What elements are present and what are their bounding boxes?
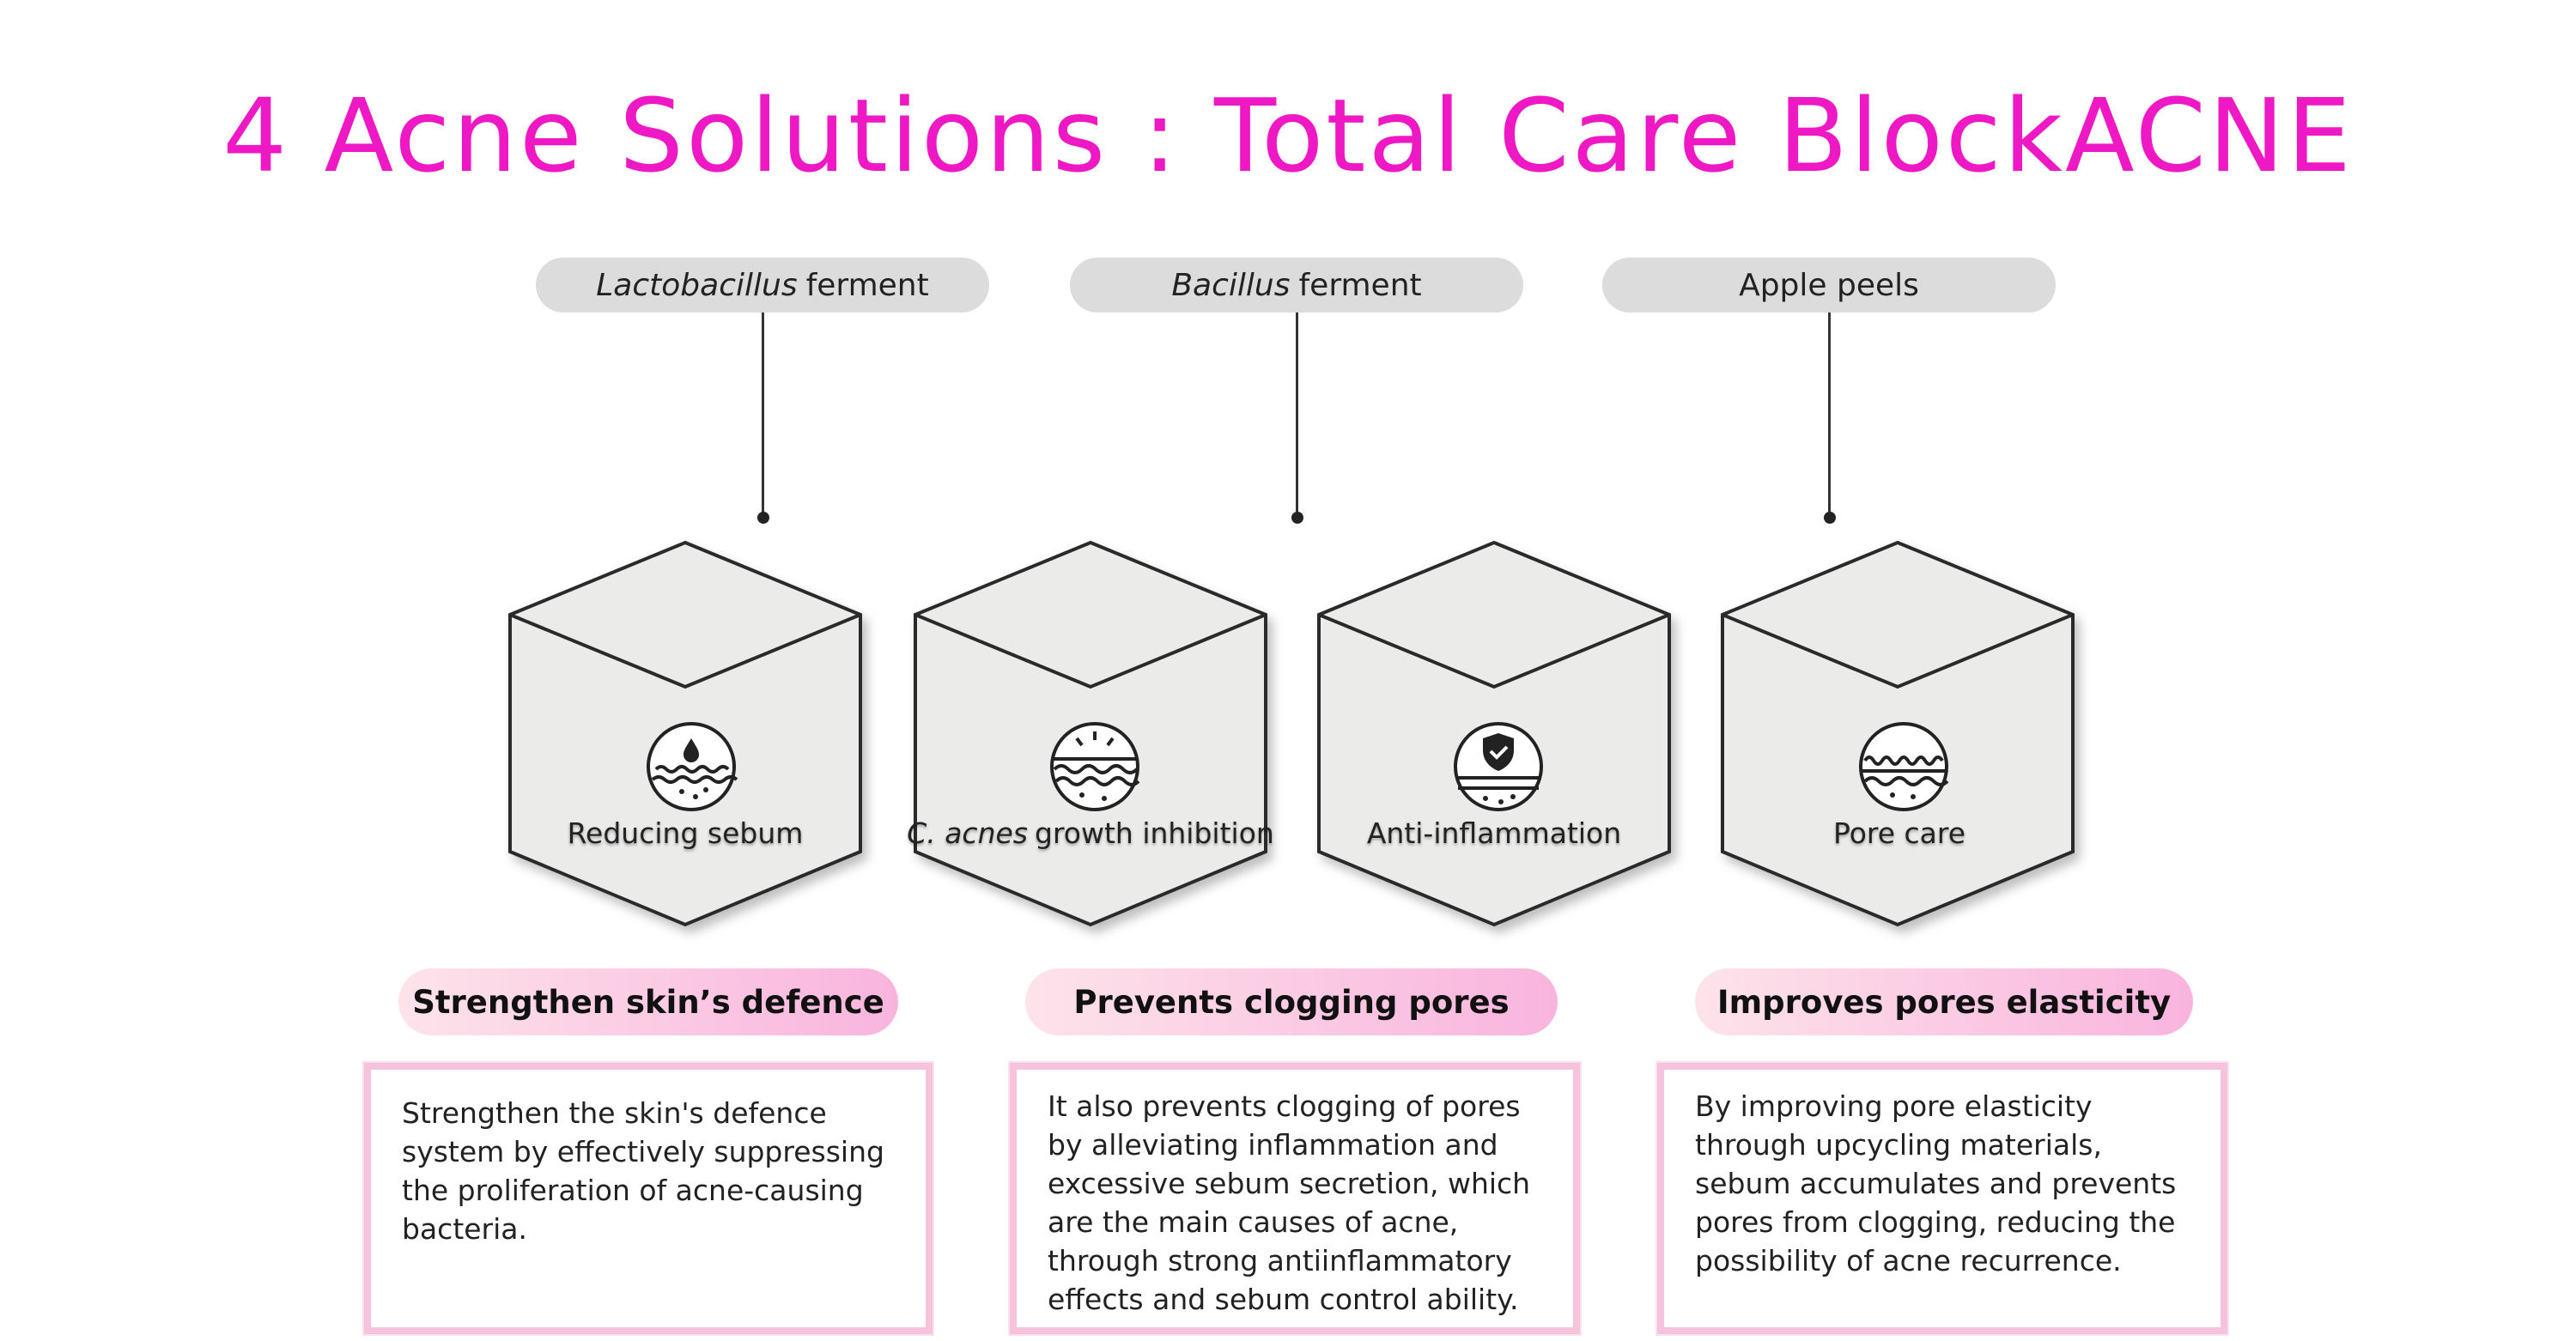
solution-label-italic: C. acnes — [907, 816, 1028, 850]
connector-line — [1828, 312, 1831, 517]
source-lactobacillus: Lactobacillus ferment — [536, 258, 989, 312]
solution-label-pore-care: Pore care — [1710, 816, 2088, 850]
source-bacillus: Bacillus ferment — [1070, 258, 1523, 312]
shield-check-icon — [1454, 722, 1543, 811]
page-title: 4 Acne Solutions : Total Care BlockACNE — [222, 76, 2354, 195]
source-text: Apple peels — [1739, 267, 1919, 303]
description-text: By improving pore elasticity through upc… — [1695, 1089, 2177, 1277]
source-italic: Bacillus — [1171, 267, 1291, 303]
benefit-description-elasticity: By improving pore elasticity through upc… — [1657, 1063, 2227, 1334]
solution-label-text: growth inhibition — [1035, 816, 1274, 850]
benefit-description-defence: Strengthen the skin's defence system by … — [364, 1063, 933, 1334]
benefit-title-defence: Strengthen skin’s defence — [398, 968, 898, 1035]
solution-label-reducing-sebum: Reducing sebum — [496, 816, 874, 850]
skin-layer-icon — [1050, 722, 1140, 811]
source-text: ferment — [805, 267, 929, 303]
solution-label-text: Pore care — [1832, 816, 1966, 850]
connector-dot — [1291, 512, 1303, 524]
benefit-description-clogging: It also prevents clogging of pores by al… — [1010, 1063, 1580, 1334]
solution-label-text: Anti-inflammation — [1366, 816, 1622, 850]
description-text: Strengthen the skin's defence system by … — [402, 1096, 884, 1246]
connector-dot — [757, 512, 769, 524]
source-text: ferment — [1298, 267, 1422, 303]
benefit-title-clogging: Prevents clogging pores — [1025, 968, 1558, 1035]
connector-dot — [1824, 512, 1836, 524]
source-italic: Lactobacillus — [596, 267, 798, 303]
connector-line — [762, 312, 764, 517]
source-apple-peels: Apple peels — [1602, 258, 2056, 312]
benefit-title-elasticity: Improves pores elasticity — [1695, 968, 2193, 1035]
description-text: It also prevents clogging of pores by al… — [1048, 1089, 1531, 1316]
pore-icon — [1859, 722, 1949, 811]
solution-label-anti-inflammation: Anti-inflammation — [1305, 816, 1683, 850]
sebum-drop-icon — [647, 722, 738, 811]
solution-label-text: Reducing sebum — [567, 816, 804, 850]
connector-line — [1296, 312, 1298, 517]
